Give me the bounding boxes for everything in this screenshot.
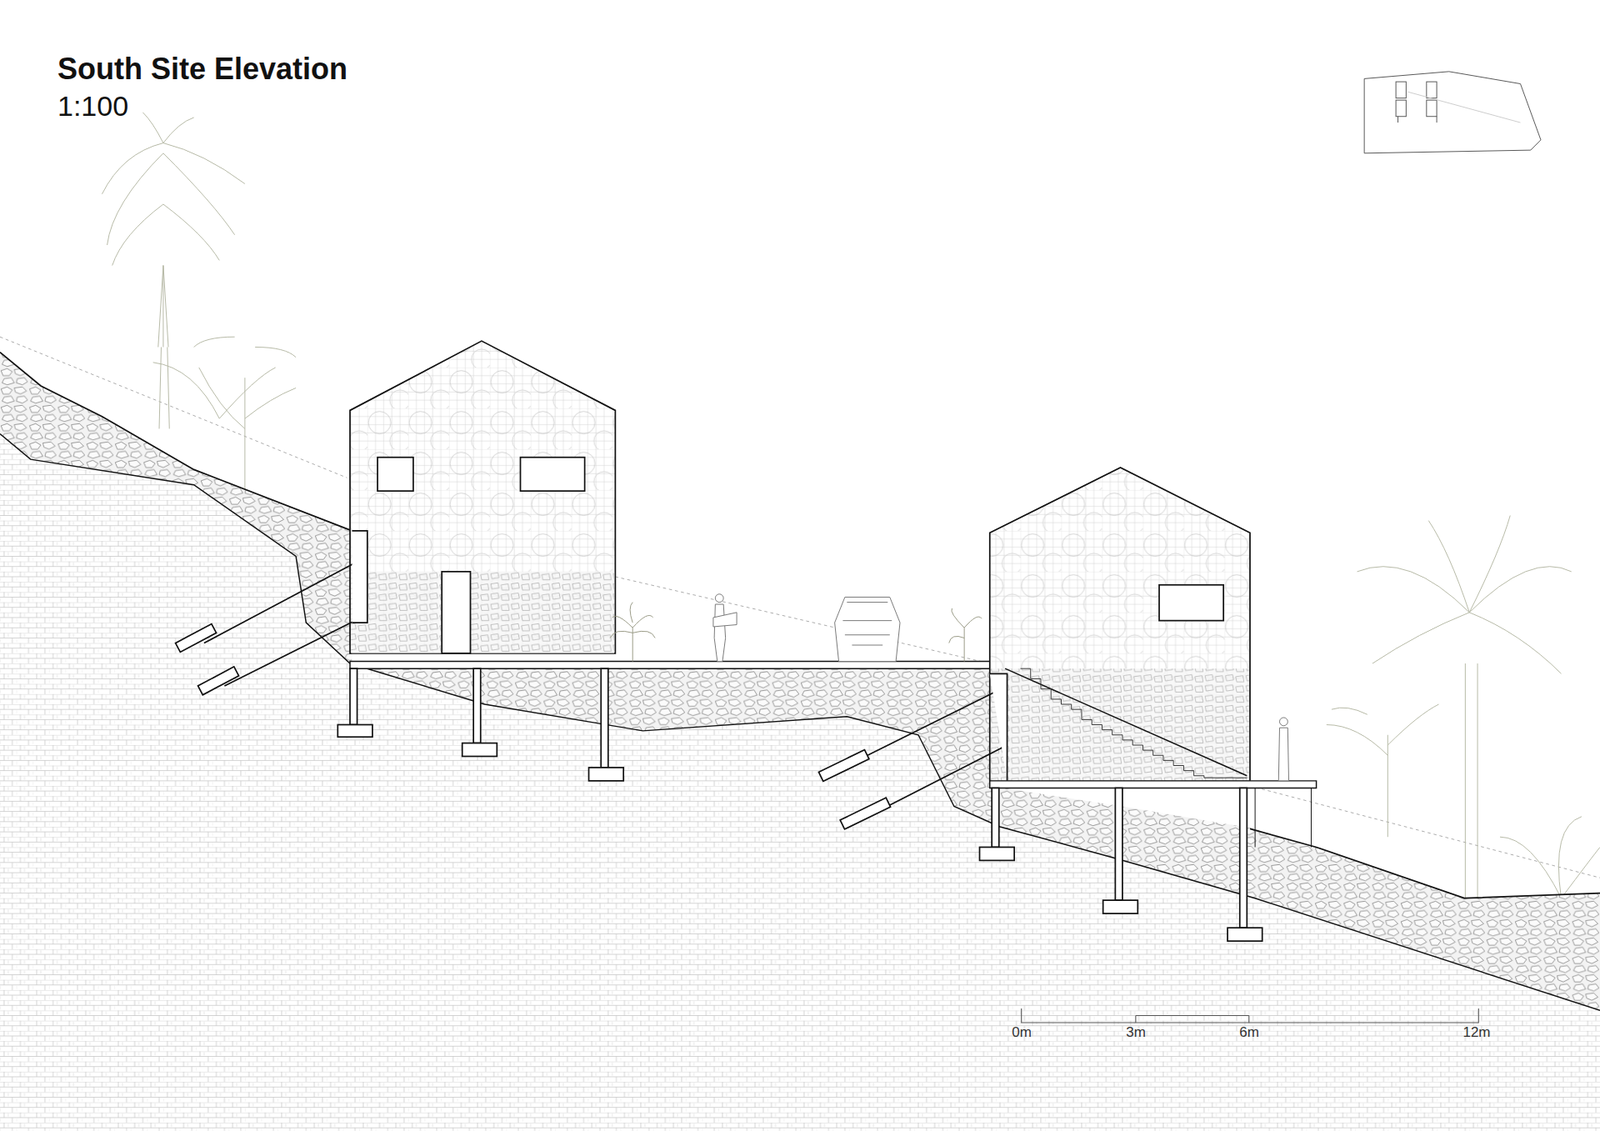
drawing-title: South Site Elevation [57, 51, 348, 87]
scale-label: 12m [1462, 1024, 1490, 1041]
scale-label: 3m [1125, 1024, 1146, 1041]
scale-ratio: 1:100 [57, 90, 129, 123]
scale-label: 0m [1011, 1024, 1032, 1041]
scale-label: 6m [1239, 1024, 1260, 1041]
